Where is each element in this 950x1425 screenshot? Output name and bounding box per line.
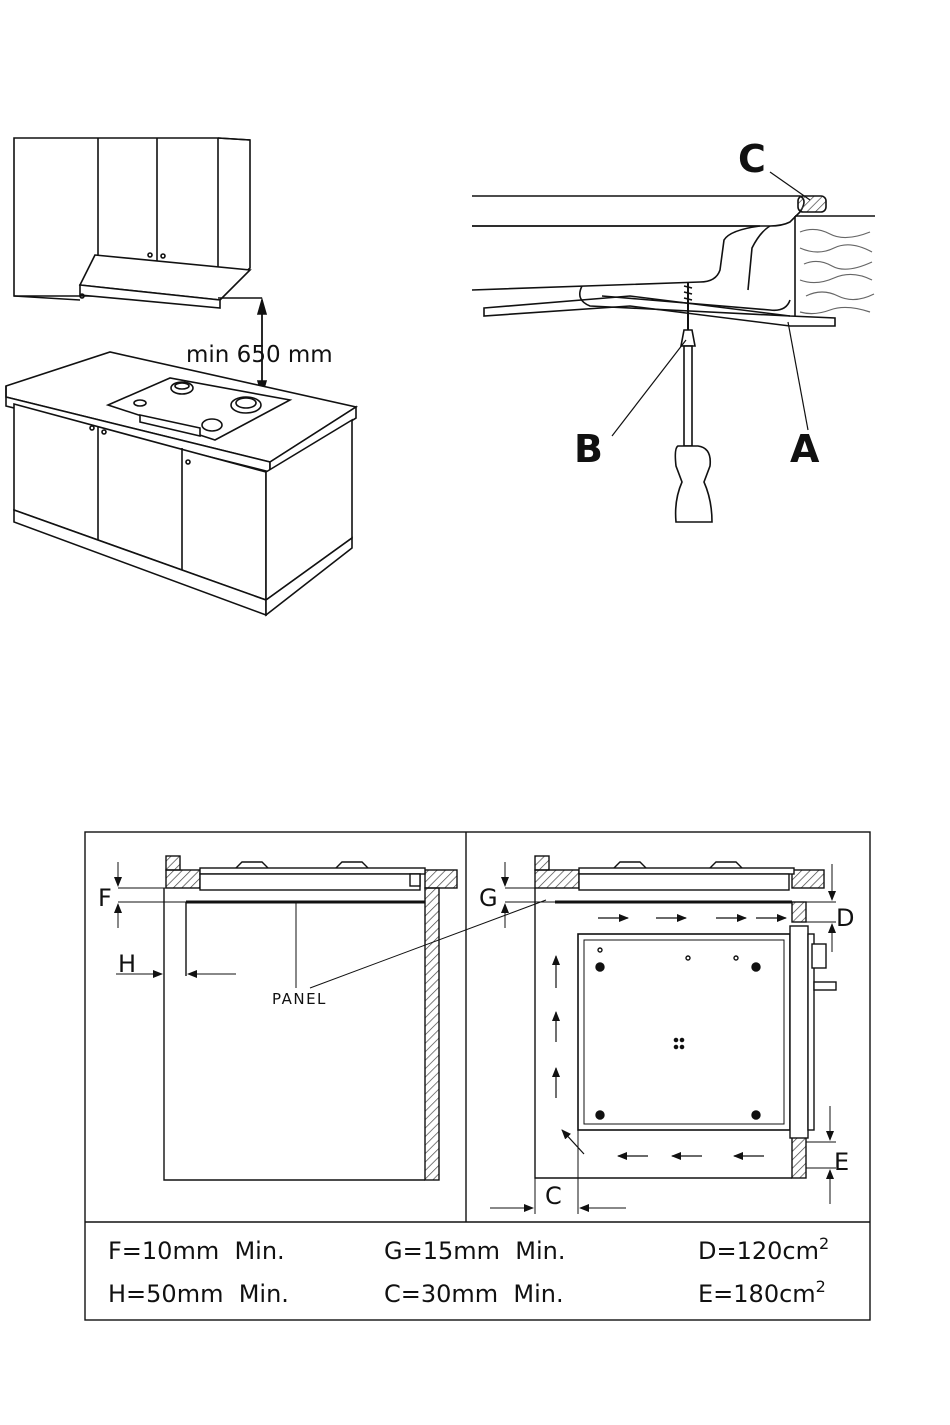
legend-e-value: E=180cm: [698, 1280, 816, 1308]
leader-a: [788, 322, 808, 430]
leader-b: [612, 340, 686, 436]
clearance-label: min 650 mm: [186, 342, 333, 368]
label-d: D: [836, 904, 854, 932]
legend-f: F=10mm Min.: [108, 1237, 285, 1265]
legend-d-exponent: 2: [819, 1234, 829, 1253]
legend-e-exponent: 2: [816, 1277, 826, 1296]
figure-hood-clearance: [6, 138, 356, 615]
seal-c: [798, 196, 826, 212]
label-e: E: [834, 1148, 849, 1176]
label-g: G: [479, 884, 498, 912]
bracket-a: [484, 286, 835, 326]
label-c-clearance: C: [545, 1182, 562, 1210]
label-b-screwdriver: B: [574, 427, 603, 471]
legend-e: E=180cm2: [698, 1277, 826, 1308]
label-a-bracket: A: [790, 427, 820, 471]
legend-d-value: D=120cm: [698, 1237, 819, 1265]
label-f: F: [98, 884, 112, 912]
hob-plate: [472, 196, 804, 290]
legend-d: D=120cm2: [698, 1234, 829, 1265]
worktop-wood: [795, 216, 875, 324]
label-c-seal: C: [738, 137, 766, 181]
label-h: H: [118, 950, 136, 978]
label-panel: PANEL: [272, 990, 327, 1008]
screwdriver-b: [675, 282, 712, 522]
legend-h: H=50mm Min.: [108, 1280, 289, 1308]
figure-ventilation: F H PANEL: [85, 832, 870, 1320]
legend-c: C=30mm Min.: [384, 1280, 564, 1308]
legend-g: G=15mm Min.: [384, 1237, 565, 1265]
